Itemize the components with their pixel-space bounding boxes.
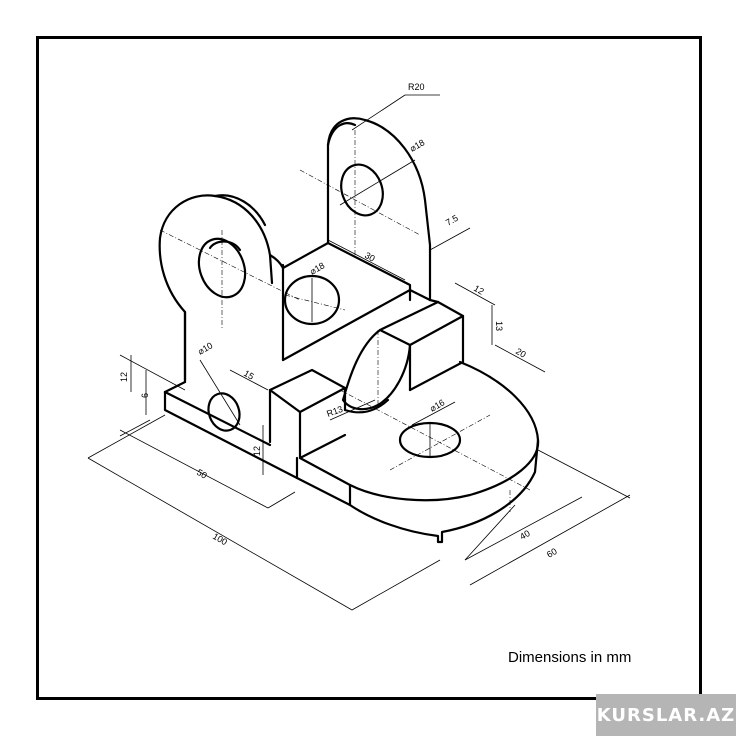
dim-dia16: ⌀16 [428, 397, 446, 413]
drawing-frame [36, 36, 702, 700]
dim-6: 6 [140, 393, 150, 398]
dim-20: 20 [514, 346, 528, 360]
base-plate [163, 360, 540, 544]
dim-12-step: 12 [119, 372, 129, 382]
dim-12-base: 12 [252, 446, 262, 456]
units-note: Dimensions in mm [508, 649, 632, 666]
dim-15: 15 [242, 368, 256, 382]
dim-12-block: 12 [472, 283, 486, 297]
dim-100: 100 [211, 531, 229, 547]
dim-r13: R13 [325, 404, 344, 419]
dim-30: 30 [363, 250, 377, 264]
dim-13: 13 [494, 321, 504, 331]
dim-50: 50 [195, 467, 209, 481]
front-block [268, 368, 347, 460]
rear-block [341, 300, 465, 414]
dim-dia10: ⌀10 [196, 340, 214, 356]
left-lug [158, 194, 301, 432]
dim-dia18-top: ⌀18 [408, 137, 426, 153]
dim-60: 60 [545, 546, 559, 560]
right-lug [281, 117, 440, 362]
dimension-lines [87, 94, 631, 611]
dim-40: 40 [518, 528, 532, 542]
dim-dia18-mid: ⌀18 [308, 260, 326, 276]
watermark: KURSLAR.AZ [596, 694, 736, 736]
dim-r20: R20 [408, 82, 425, 92]
dim-7-5: 7.5 [444, 213, 460, 228]
